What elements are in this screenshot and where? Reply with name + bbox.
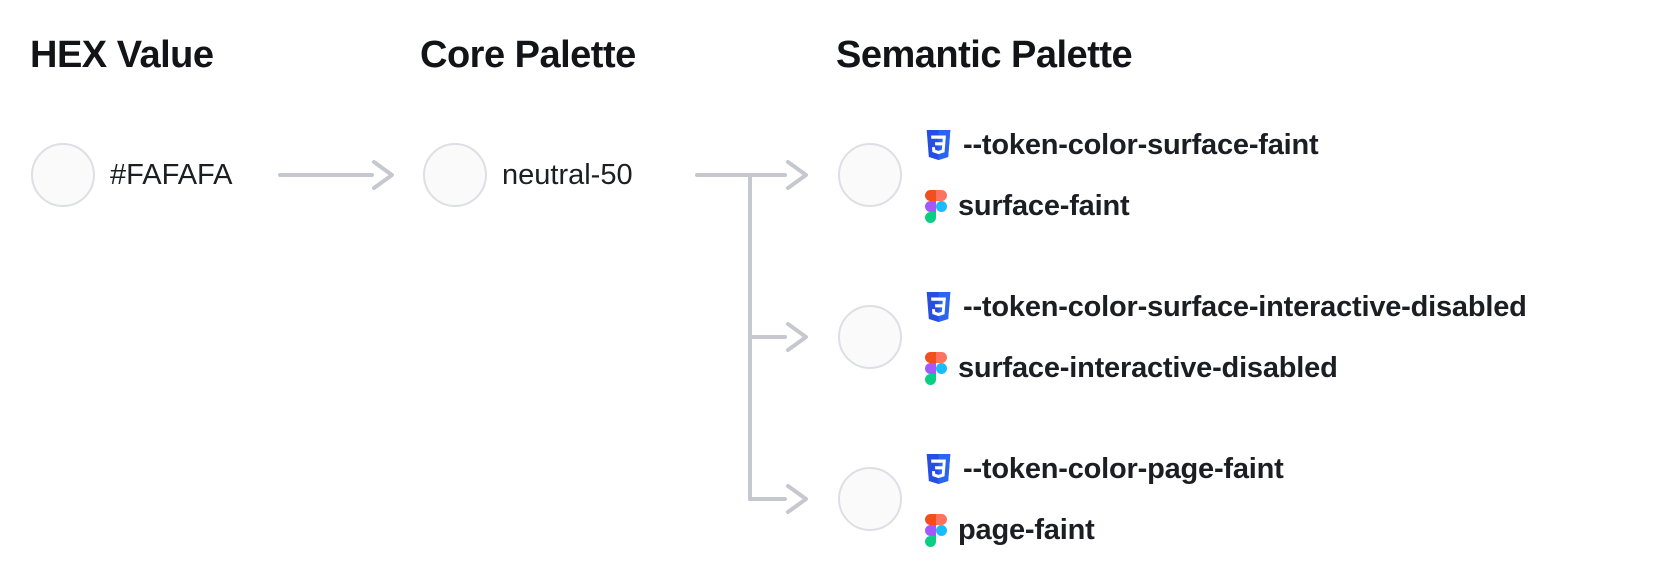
css-token-line: --token-color-surface-faint xyxy=(925,127,1319,163)
core-color-swatch xyxy=(423,143,487,207)
figma-logo-icon xyxy=(925,189,947,223)
figma-token-line: surface-interactive-disabled xyxy=(925,350,1338,386)
arrow-right-head-icon xyxy=(372,160,394,190)
figma-name-label: surface-faint xyxy=(958,189,1130,222)
css-token-label: --token-color-page-faint xyxy=(963,452,1284,485)
hex-value-label: #FAFAFA xyxy=(110,159,233,191)
semantic-color-swatch xyxy=(838,305,902,369)
arrow-right-head-icon xyxy=(786,484,808,514)
css-token-label: --token-color-surface-faint xyxy=(963,128,1319,161)
figma-name-label: page-faint xyxy=(958,513,1095,546)
semantic-color-swatch xyxy=(838,143,902,207)
figma-name-label: surface-interactive-disabled xyxy=(958,351,1338,384)
core-column-header: Core Palette xyxy=(420,34,636,76)
css-token-line: --token-color-page-faint xyxy=(925,451,1284,487)
arrow-right-head-icon xyxy=(786,160,808,190)
figma-logo-icon xyxy=(925,513,947,547)
figma-token-line: surface-faint xyxy=(925,188,1130,224)
semantic-column-header: Semantic Palette xyxy=(836,34,1133,76)
hex-column-header: HEX Value xyxy=(30,34,214,76)
figma-token-line: page-faint xyxy=(925,512,1095,548)
arrow-right-head-icon xyxy=(786,322,808,352)
semantic-color-swatch xyxy=(838,467,902,531)
core-name-label: neutral-50 xyxy=(502,159,633,191)
css-token-line: --token-color-surface-interactive-disabl… xyxy=(925,289,1527,325)
css-token-label: --token-color-surface-interactive-disabl… xyxy=(963,290,1527,323)
css3-shield-icon xyxy=(926,130,951,160)
figma-logo-icon xyxy=(925,351,947,385)
css3-shield-icon xyxy=(926,454,951,484)
css3-shield-icon xyxy=(926,292,951,322)
hex-color-swatch xyxy=(31,143,95,207)
